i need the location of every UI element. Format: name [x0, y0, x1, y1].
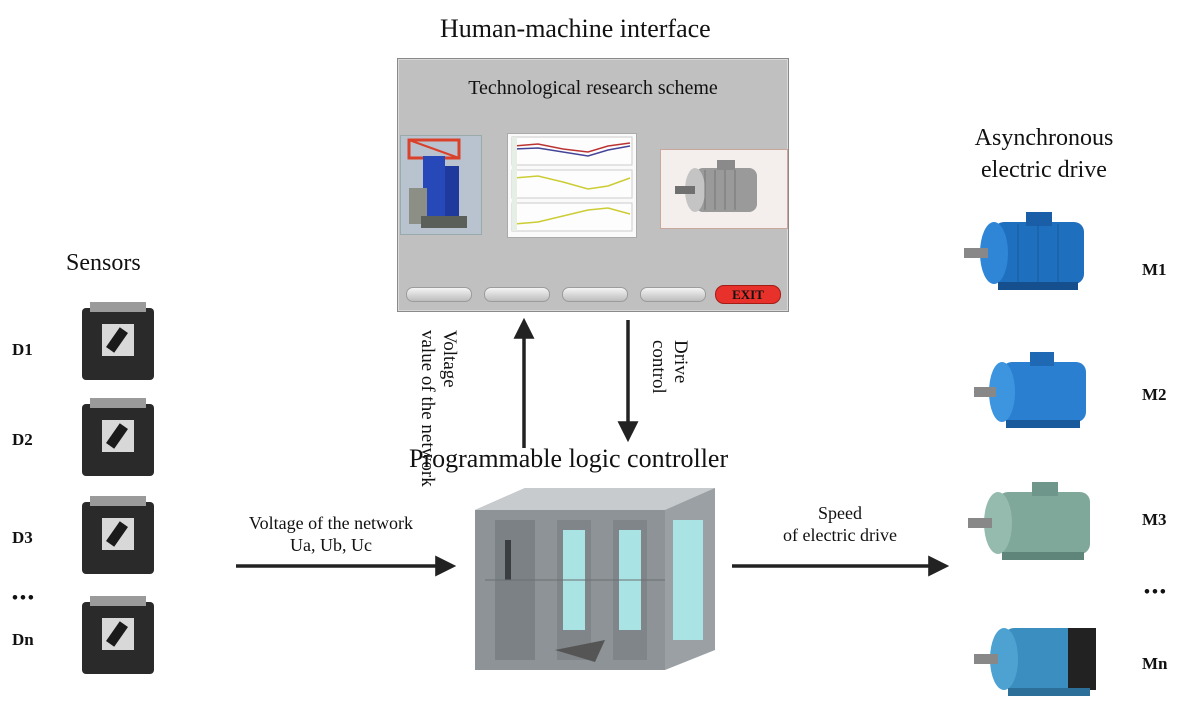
motor-image-mn: [968, 614, 1108, 711]
sensor-image-d1: [76, 302, 160, 389]
sensor-label-d2: D2: [12, 430, 33, 449]
plc-image: [465, 480, 727, 677]
hmi-heading: Human-machine interface: [440, 14, 711, 43]
hmi-screen: Technological research scheme: [397, 58, 789, 312]
hmi-menu-button-3[interactable]: [562, 287, 628, 302]
drive-control-line2: control: [648, 340, 669, 394]
sensor-label-dn: Dn: [12, 630, 34, 649]
motor-photo-image: [660, 149, 788, 229]
motor-image-m1: [958, 208, 1096, 305]
signal-graphs-image: [507, 133, 637, 238]
voltage-value-line1: Voltage: [439, 330, 460, 388]
hmi-menu-button-1[interactable]: [406, 287, 472, 302]
sensor-image-d3: [76, 496, 160, 583]
hmi-menu-button-2[interactable]: [484, 287, 550, 302]
drives-heading-line1: Asynchronous: [974, 125, 1114, 151]
motor-label-m3: M3: [1142, 510, 1167, 529]
motor-image-m3: [962, 478, 1102, 575]
drive-control-label: Drive control: [647, 340, 691, 394]
motor-label-m2: M2: [1142, 385, 1167, 404]
drive-speed-line2: of electric drive: [783, 525, 897, 545]
drives-heading: Asynchronous electric drive: [954, 122, 1134, 186]
drive-speed-line1: Speed: [818, 503, 862, 523]
sensor-image-dn: [76, 596, 160, 683]
motor-label-mn: Mn: [1142, 654, 1168, 673]
motor-image-m2: [968, 348, 1096, 441]
plc-heading: Programmable logic controller: [409, 444, 729, 473]
drives-heading-line2: electric drive: [981, 157, 1107, 183]
network-voltage-label: Voltage of the network Ua, Ub, Uc: [216, 512, 446, 556]
network-voltage-line2: Ua, Ub, Uc: [290, 535, 372, 555]
voltage-value-line2: value of the network: [417, 330, 438, 487]
equipment-model-image: [400, 135, 482, 235]
sensor-ellipsis: •••: [12, 588, 36, 607]
motor-label-m1: M1: [1142, 260, 1167, 279]
motor-ellipsis: •••: [1144, 582, 1168, 601]
hmi-screen-title: Technological research scheme: [468, 77, 718, 99]
network-voltage-line1: Voltage of the network: [248, 513, 414, 533]
voltage-value-label: Voltage value of the network: [416, 330, 460, 487]
sensors-heading: Sensors: [66, 250, 141, 276]
hmi-menu-button-4[interactable]: [640, 287, 706, 302]
sensor-label-d3: D3: [12, 528, 33, 547]
drive-speed-label: Speed of electric drive: [750, 502, 930, 546]
drive-control-line1: Drive: [670, 340, 691, 384]
sensor-label-d1: D1: [12, 340, 33, 359]
sensor-image-d2: [76, 398, 160, 485]
exit-button[interactable]: EXIT: [715, 285, 781, 304]
